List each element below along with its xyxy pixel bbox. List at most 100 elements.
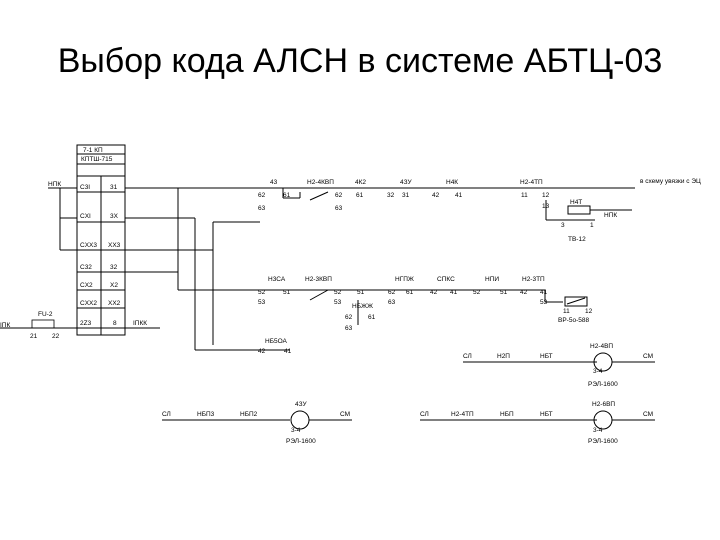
contact-num: 31 (402, 192, 410, 199)
contact-num: 42 (258, 348, 266, 355)
relay-label: Н2П (497, 353, 510, 360)
contact-num: 62 (335, 192, 343, 199)
contact-num: 51 (283, 289, 291, 296)
relay-label: 4ЗУ (400, 179, 412, 186)
contact-num: 61 (406, 289, 414, 296)
relay-label: НБТ (540, 353, 553, 360)
contact-num: 61 (368, 314, 376, 321)
contact-num: 1 (590, 222, 594, 229)
relay-label: НБ5ОА (265, 338, 287, 345)
relay-circuit-diagram: 7-1 КП КПТШ-715 C3I 31 CXI 3X CXX3 XX3 C… (0, 144, 701, 445)
pin-name: CXX2 (80, 300, 97, 307)
contact-num: 52 (258, 289, 266, 296)
contact-num: 11 (563, 308, 570, 315)
contact-num: 51 (500, 289, 508, 296)
pin-value: 32 (110, 264, 118, 271)
npk-right-label: НПК (604, 212, 617, 219)
pin-name: C32 (80, 264, 92, 271)
contact-num: 61 (356, 192, 364, 199)
pin-value: X2 (110, 282, 118, 289)
input-wiring: НПК ІПК FU-2 21 22 ІПКК (0, 181, 160, 340)
terminal-pins: C3I 31 CXI 3X CXX3 XX3 C32 32 CX2 X2 CXX… (77, 184, 125, 329)
pin-name: C3I (80, 184, 90, 191)
relay-label: НБЖЖ (352, 303, 373, 310)
ipk-out-label: ІПКК (133, 320, 147, 327)
pin-name: CXI (80, 213, 91, 220)
middle-contacts: Н3СА Н2-3КВП НГПЖ СПКС НПИ Н2-3ТП 52 51 … (258, 276, 593, 355)
contact-num: 63 (388, 299, 396, 306)
contact-num: 53 (334, 299, 342, 306)
block-name-2: КПТШ-715 (81, 156, 113, 163)
contact-num: 42 (430, 289, 438, 296)
n4t-label: Н4Т (570, 199, 582, 206)
upper-contacts: 43 Н2-4КВП 4К2 4ЗУ Н4К Н2-4ТП в схему ув… (258, 178, 701, 221)
relay-label: 43 (270, 179, 278, 186)
cl-label: СЛ (420, 411, 429, 418)
coil-label: 3-4 (593, 427, 603, 434)
contact-num: 63 (258, 205, 266, 212)
block-name-1: 7-1 КП (83, 147, 103, 154)
relay-label: 4ЗУ (295, 401, 307, 408)
contact-num: 51 (357, 289, 365, 296)
ipk-label: ІПК (0, 322, 10, 329)
rpl-label: РЭЛ-1600 (286, 438, 316, 445)
contact-num: 41 (455, 192, 463, 199)
pin-name: CXX3 (80, 242, 97, 249)
contact-num: 41 (450, 289, 458, 296)
relay-circuit-right-1: СЛ Н2П НБТ Н2-4ВП СМ 3-4 РЭЛ-1600 (463, 343, 655, 388)
relay-label: Н3СА (268, 276, 286, 283)
contact-num: 62 (345, 314, 353, 321)
contact-num: 42 (432, 192, 440, 199)
contact-num: 62 (388, 289, 396, 296)
npk-left-label: НПК (48, 181, 61, 188)
relay-label: НБП3 (197, 411, 215, 418)
cl-label: СЛ (162, 411, 171, 418)
bus-lines (125, 187, 635, 351)
fuse-pin: 21 (30, 333, 38, 340)
n4t-relay: Н4Т НПК 3 1 ТВ-12 (561, 199, 632, 243)
contact-num: 3 (561, 222, 565, 229)
relay-circuit-bottom-right: СЛ Н2-4ТП НБП НБТ Н2-6ВП СМ 3-4 РЭЛ-1600 (420, 401, 655, 445)
fuse-pin: 22 (52, 333, 60, 340)
contact-num: 61 (283, 192, 291, 199)
relay-label: Н2-3ТП (522, 276, 545, 283)
relay-label: Н2-4ТП (520, 179, 543, 186)
coil-label: 3-4 (291, 427, 301, 434)
relay-label: Н2-4КВП (307, 179, 334, 186)
rpl-label: РЭЛ-1600 (588, 381, 618, 388)
contact-num: 41 (284, 348, 292, 355)
pin-value: 3X (110, 213, 119, 220)
relay-label: Н2-4ВП (590, 343, 613, 350)
rpl-label: РЭЛ-1600 (588, 438, 618, 445)
cl-label: СЛ (463, 353, 472, 360)
pin-name: 2Z3 (80, 320, 92, 327)
relay-label: 4К2 (355, 179, 366, 186)
relay-label: Н2-3КВП (305, 276, 332, 283)
contact-num: 53 (258, 299, 266, 306)
relay-label: НБП (500, 411, 514, 418)
contact-num: 42 (520, 289, 528, 296)
relay-label: СПКС (437, 276, 455, 283)
contact-num: 63 (345, 325, 353, 332)
pin-name: CX2 (80, 282, 93, 289)
contact-num: 12 (585, 308, 593, 315)
contact-num: 12 (542, 192, 550, 199)
relay-label: НПИ (485, 276, 499, 283)
relay-circuit-bottom-left: СЛ НБП3 НБП2 4ЗУ СМ 3-4 РЭЛ-1600 (162, 401, 352, 445)
relay-label: НБП2 (240, 411, 258, 418)
pin-value: XX3 (108, 242, 121, 249)
cm-label: СМ (643, 353, 653, 360)
relay-label: Н2-4ТП (451, 411, 474, 418)
contact-num: 52 (473, 289, 481, 296)
slide-title: Выбор кода АЛСН в системе АБТЦ-03 (57, 42, 663, 80)
contact-num: 41 (540, 289, 548, 296)
cm-label: СМ (643, 411, 653, 418)
relay-label: Н2-6ВП (592, 401, 615, 408)
fuse-label: FU-2 (38, 311, 53, 318)
contact-num: 63 (335, 205, 343, 212)
relay-label: НГПЖ (395, 276, 414, 283)
contact-num: 52 (334, 289, 342, 296)
contact-num: 32 (387, 192, 395, 199)
relay-label: НБТ (540, 411, 553, 418)
cm-label: СМ (340, 411, 350, 418)
